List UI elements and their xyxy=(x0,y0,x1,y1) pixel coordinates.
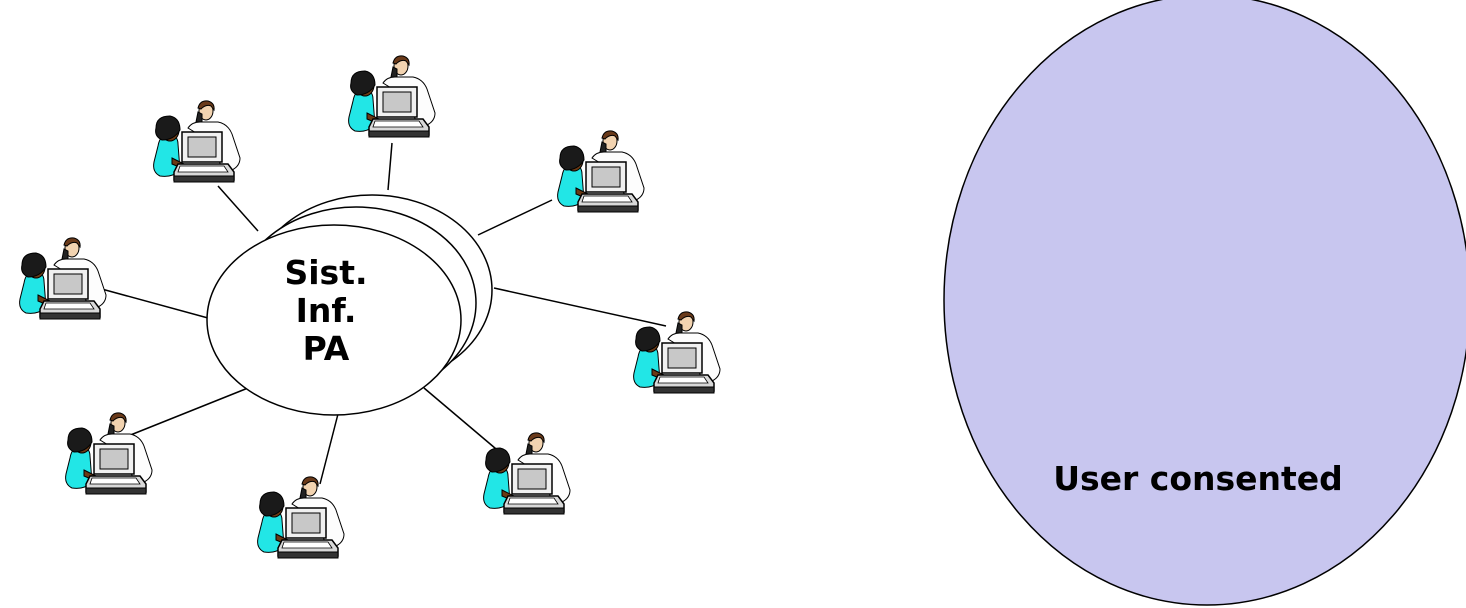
operator-workstation-icon xyxy=(18,237,107,320)
user-consented-region: User consented xyxy=(943,0,1466,606)
connection-line xyxy=(127,387,249,437)
consent-label: User consented xyxy=(1053,459,1343,498)
connection-line xyxy=(493,287,667,327)
operator-workstation-icon xyxy=(632,311,721,394)
operator-workstation-icon xyxy=(347,55,436,138)
connection-line xyxy=(97,287,209,319)
connection-line xyxy=(387,142,393,191)
connection-line xyxy=(217,185,259,232)
connection-line xyxy=(423,387,503,455)
operator-workstation-icon xyxy=(556,130,645,213)
operator-workstation-icon xyxy=(64,412,153,495)
operator-workstation-icon xyxy=(482,432,571,515)
hub-database: Sist. Inf. PA xyxy=(206,194,493,416)
hub-label-line1: Sist. xyxy=(284,253,367,292)
hub-label-line2: Inf. xyxy=(296,291,357,330)
hub-label-line3: PA xyxy=(303,329,350,368)
connection-lines xyxy=(97,142,667,485)
operator-workstation-icon xyxy=(152,100,241,183)
hub-ellipse-front xyxy=(206,224,462,416)
consent-ellipse xyxy=(943,0,1466,606)
connection-line xyxy=(477,199,553,236)
operator-workstation-icon xyxy=(256,476,345,559)
connection-line xyxy=(319,413,339,485)
